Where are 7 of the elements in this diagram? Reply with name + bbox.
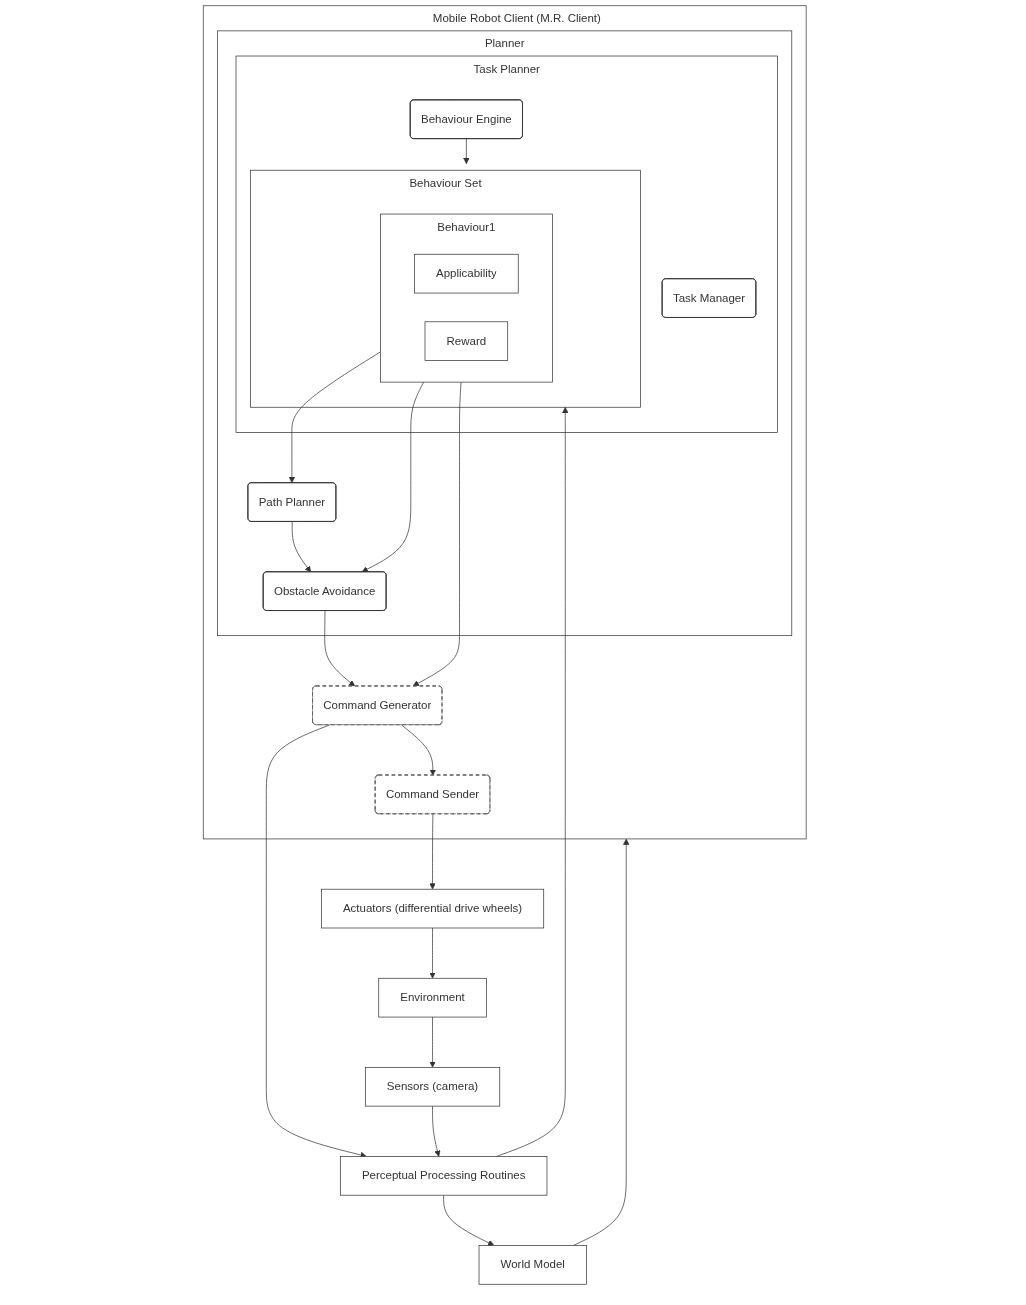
node-box: Applicability <box>414 253 519 294</box>
node-box: World Model <box>478 1245 588 1285</box>
node-box: Reward <box>424 321 509 361</box>
node-box: Perceptual Processing Routines <box>340 1156 548 1196</box>
node-box: Environment <box>378 977 487 1018</box>
node-box: Actuators (differential drive wheels) <box>321 888 545 929</box>
node-box: Sensors (camera) <box>365 1067 501 1107</box>
